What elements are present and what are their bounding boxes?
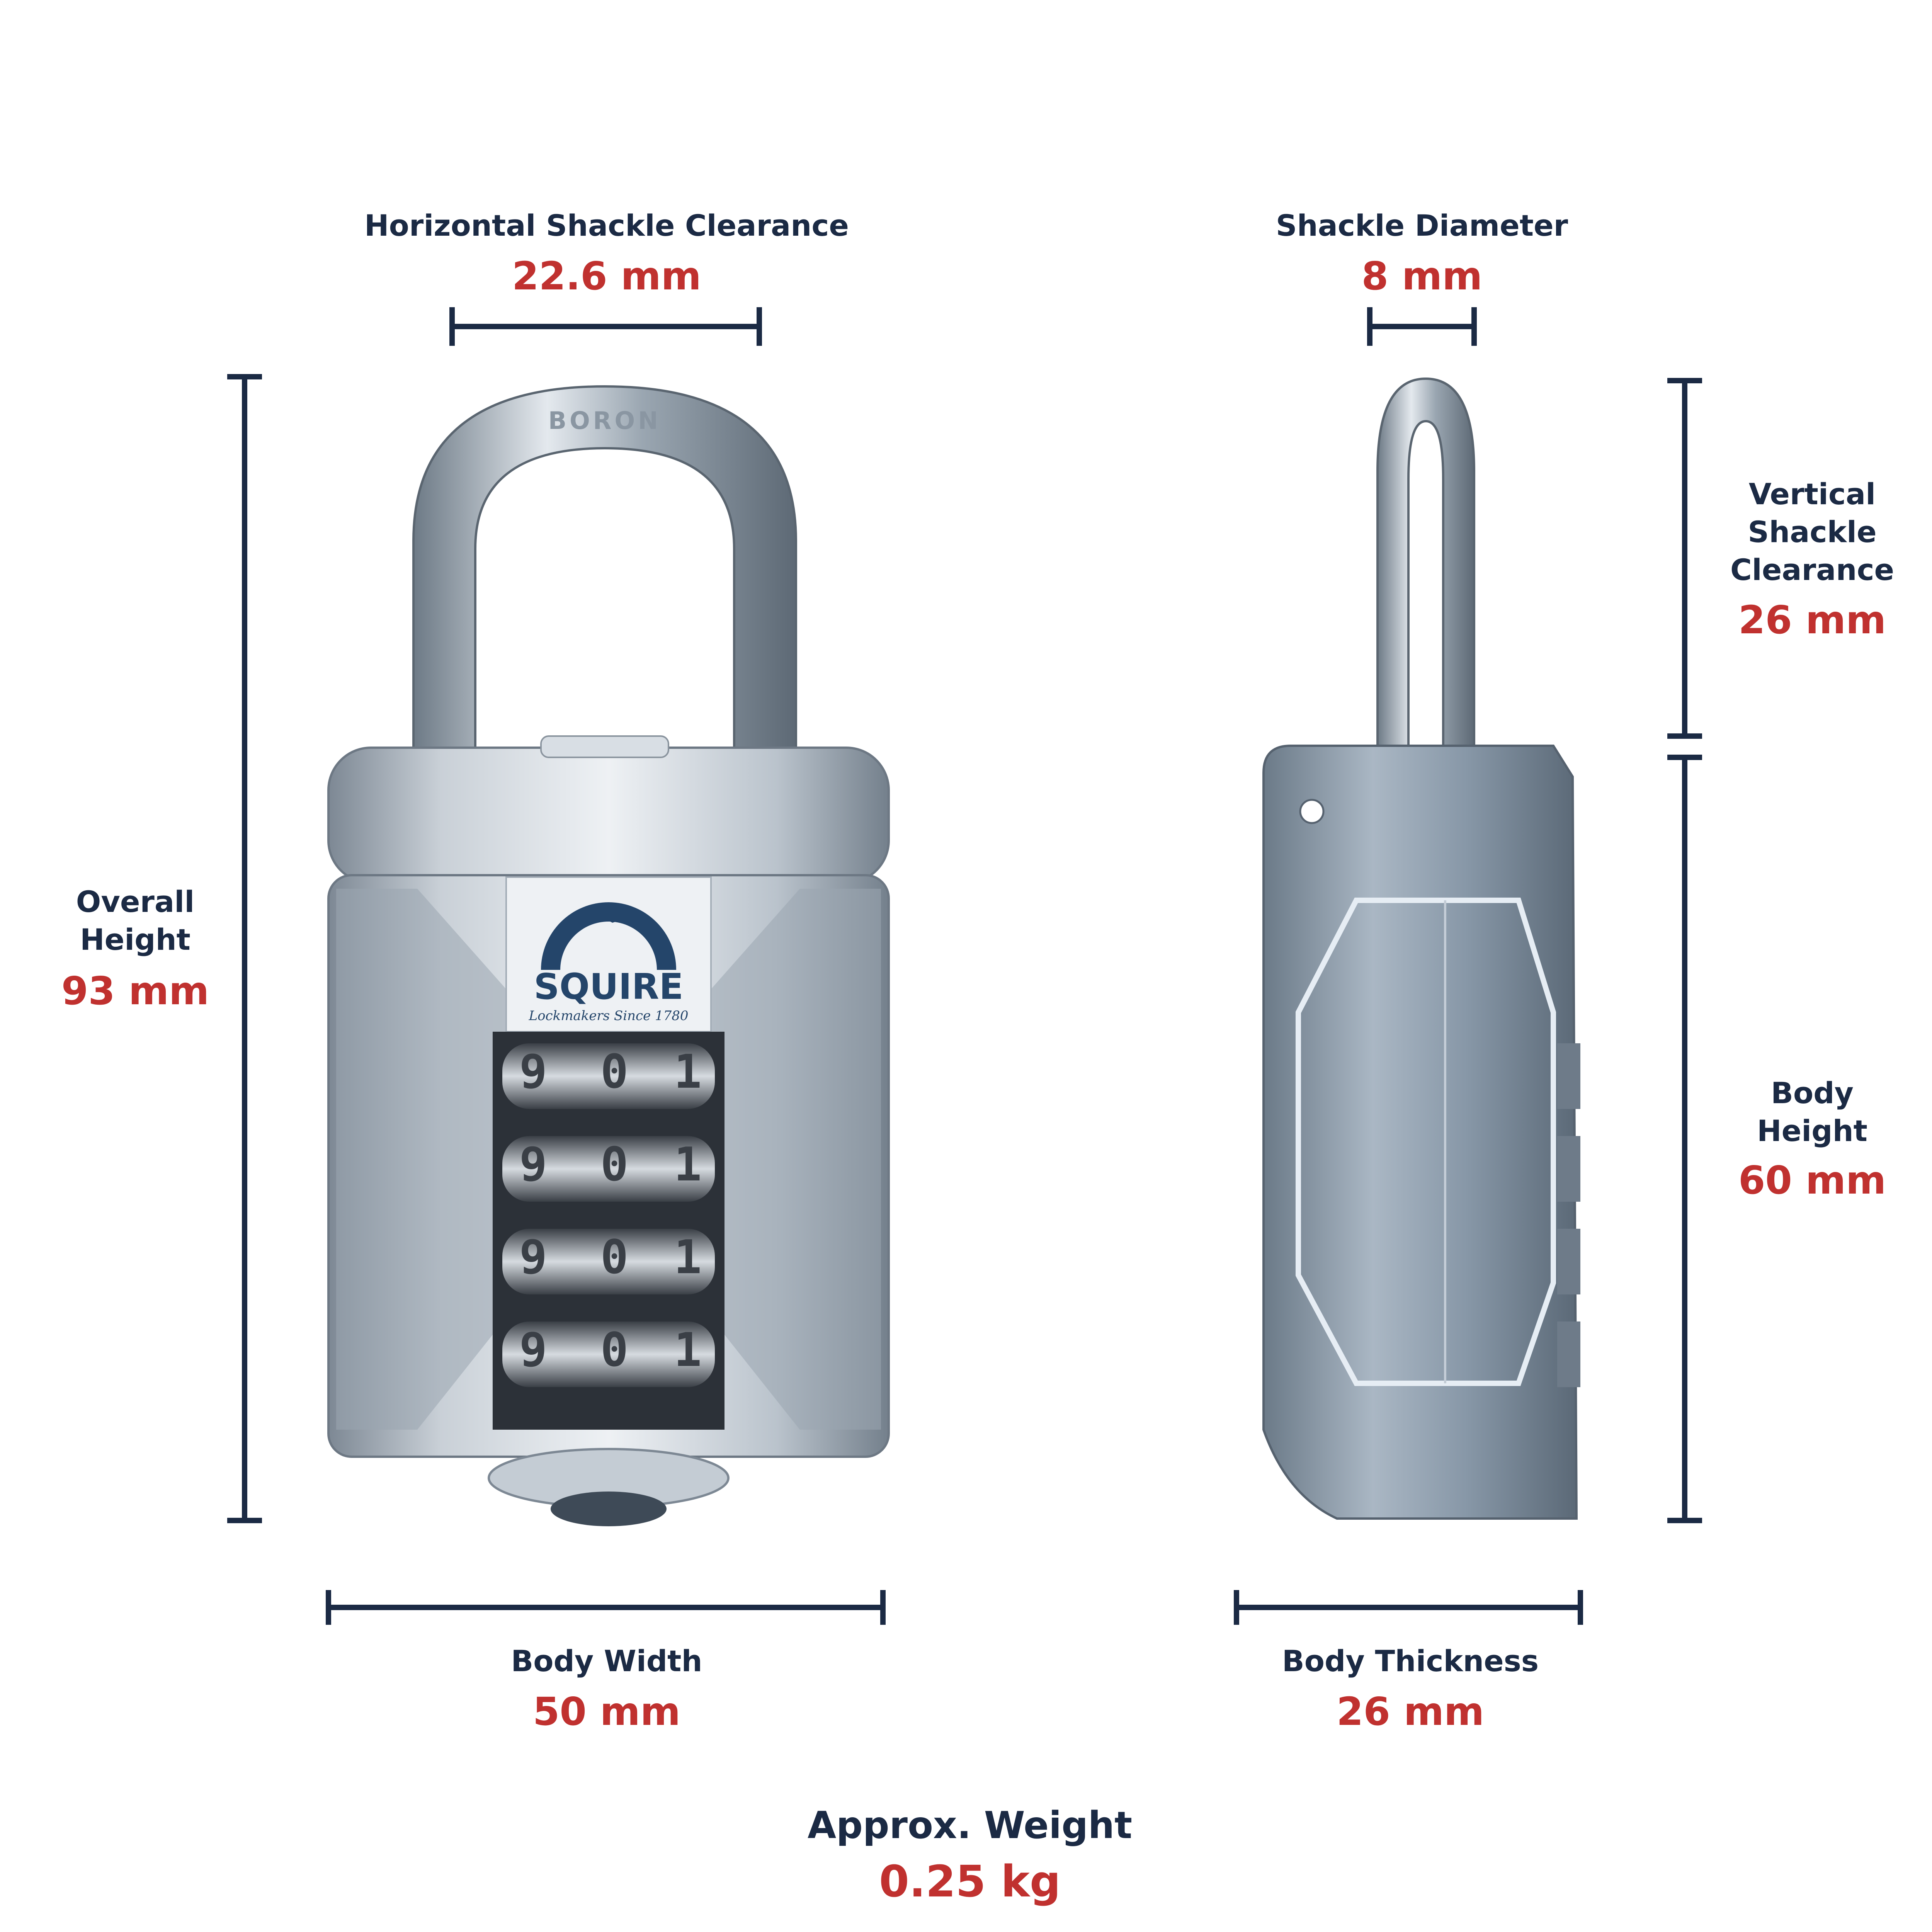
brand-logo-text: SQUIRE xyxy=(534,966,683,1007)
approx-weight-value: 0.25 kg xyxy=(879,1857,1061,1907)
dial-digit: 9 xyxy=(519,1231,547,1284)
dial-wheel: 9 0 1 xyxy=(502,1136,715,1202)
shackle xyxy=(412,385,797,759)
dial-digit: 0 xyxy=(600,1138,628,1192)
squire-logo-icon xyxy=(541,902,676,970)
body-height-value: 60 mm xyxy=(1738,1158,1886,1203)
vertical-shackle-clearance-value: 26 mm xyxy=(1738,597,1886,643)
dial-digit: 9 xyxy=(519,1138,547,1192)
dim-line-horizontal-shackle-clearance xyxy=(449,307,762,346)
horizontal-shackle-clearance-value: 22.6 mm xyxy=(512,253,701,299)
body-width-label: Body Width xyxy=(511,1644,702,1678)
side-dial-edges xyxy=(1557,1043,1580,1387)
dial-digit: 1 xyxy=(674,1323,702,1377)
dim-line-body-thickness xyxy=(1234,1590,1583,1625)
dial-digit: 0 xyxy=(600,1045,628,1099)
body-thickness-label: Body Thickness xyxy=(1282,1644,1539,1678)
side-bevel-outline xyxy=(1296,898,1556,1386)
dim-line-body-height xyxy=(1667,755,1702,1523)
dim-line-body-width xyxy=(326,1590,886,1625)
brand-tagline: Lockmakers Since 1780 xyxy=(529,1008,689,1024)
dial-wheel: 9 0 1 xyxy=(502,1229,715,1294)
overall-height-label: Overall Height xyxy=(76,884,195,957)
dial-digit: 1 xyxy=(674,1231,702,1284)
approx-weight-label: Approx. Weight xyxy=(807,1804,1133,1847)
dial-digit: 9 xyxy=(519,1045,547,1099)
horizontal-shackle-clearance-label: Horizontal Shackle Clearance xyxy=(364,208,849,243)
dial-digit: 1 xyxy=(674,1045,702,1099)
dial-digit: 0 xyxy=(600,1323,628,1377)
vertical-shackle-clearance-label: Vertical Shackle Clearance xyxy=(1730,477,1895,587)
dim-line-vertical-shackle-clearance xyxy=(1667,378,1702,739)
side-body xyxy=(1262,745,1578,1520)
lock-cap xyxy=(327,747,890,884)
shackle-mark: BORON xyxy=(548,406,661,435)
side-shackle xyxy=(1376,377,1475,759)
dial-wheel: 9 0 1 xyxy=(502,1321,715,1387)
dial-digit: 0 xyxy=(600,1231,628,1284)
dim-line-overall-height xyxy=(227,374,262,1523)
dial-digit: 1 xyxy=(674,1138,702,1192)
padlock-front-view: BORON SQUIRE Lockmakers Since 1780 9 xyxy=(327,385,890,1526)
body-thickness-value: 26 mm xyxy=(1336,1689,1485,1734)
body-height-label: Body Height xyxy=(1757,1076,1868,1148)
dim-line-shackle-diameter xyxy=(1367,307,1477,346)
body-width-value: 50 mm xyxy=(532,1689,681,1734)
dimension-lines xyxy=(227,307,1702,1625)
dial-wheel: 9 0 1 xyxy=(502,1043,715,1109)
shackle-diameter-label: Shackle Diameter xyxy=(1276,208,1568,243)
shackle-diameter-value: 8 mm xyxy=(1361,253,1483,299)
dial-digit: 9 xyxy=(519,1323,547,1377)
overall-height-value: 93 mm xyxy=(61,968,209,1014)
padlock-side-view xyxy=(1262,377,1580,1520)
combination-dials: 9 0 1 9 0 1 9 0 1 9 xyxy=(502,1043,715,1387)
